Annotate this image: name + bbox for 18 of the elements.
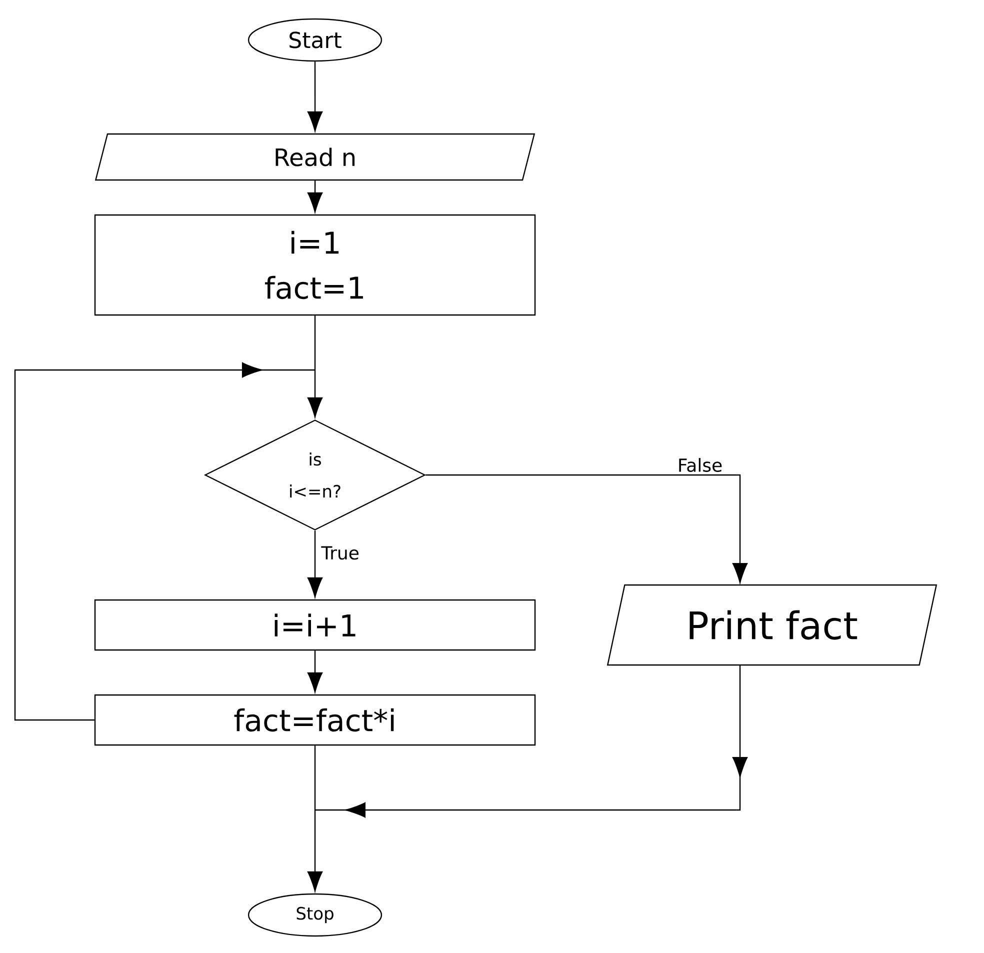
arrow xyxy=(307,650,323,692)
arrow xyxy=(426,474,748,584)
stop-terminal: Stop xyxy=(248,893,382,937)
arrow xyxy=(307,810,323,892)
process-box: i=1 fact=1 xyxy=(94,214,536,316)
arrow xyxy=(307,530,323,598)
start-terminal: Start xyxy=(248,18,382,62)
arrow xyxy=(307,370,323,418)
arrow xyxy=(307,180,323,212)
arrow xyxy=(14,362,315,721)
arrow xyxy=(315,665,748,818)
process-box: fact=fact*i xyxy=(94,694,536,746)
edge-label: True xyxy=(320,545,360,561)
connector-line xyxy=(314,316,316,370)
connector-line xyxy=(314,746,316,810)
edge-label: False xyxy=(676,457,724,473)
process-box: i=i+1 xyxy=(94,599,536,651)
arrow xyxy=(307,62,323,132)
